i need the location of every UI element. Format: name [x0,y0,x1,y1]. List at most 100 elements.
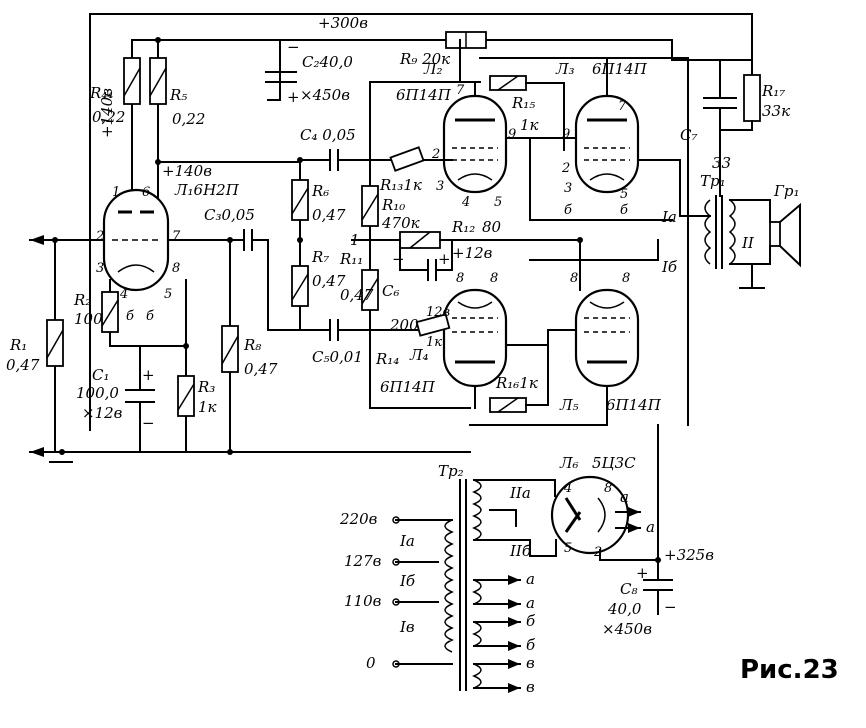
figure-label: Рис.23 [740,655,839,685]
l2-pin-7: 7 [456,83,465,98]
sec-iib: IIб [509,542,532,560]
svg-text:−: − [664,598,677,616]
l3-heater-b1: б [564,203,572,218]
l4-type: 6П14П [380,378,436,396]
r17-value: 33к [762,102,790,120]
svg-text:−: − [392,250,405,268]
coupling-c3-r8: C₃0,05 R₈ 0,47 [204,206,331,455]
r17-label: R₁₇ [761,82,785,100]
l6-label: Л₆ [559,454,579,472]
c7-label: C₇ [680,126,698,144]
c3-label: C₃0,05 [204,206,255,224]
l1-pin-4: 4 [119,287,128,302]
resistor-r9: R₉ 20к [399,31,487,68]
r7-label: R₇ [311,248,329,266]
c1-value: 100,0 [76,384,119,402]
r5-label: R₅ [169,86,187,104]
c1-label: C₁ [92,366,110,384]
resistor-r16: R₁₆1к [489,344,549,413]
l3-pin-3: 3 [564,181,572,196]
l4-heater-8b: 8 [490,271,498,286]
r6-label: R₆ [311,182,329,200]
out-a1: а [526,570,535,588]
tr2-label: Tp₂ [438,462,464,480]
tr1-ii: II [741,234,755,252]
r15-value: 1к [520,116,539,134]
tap-110v: 110в [344,592,382,610]
prim-ib: Iб [399,572,416,590]
r1-label: R₁ [9,336,27,354]
r2-label: R₂ [73,291,91,309]
r11-label: R₁₁ [339,250,363,268]
prim-ia: Iа [399,532,415,550]
l1-pin-3: 3 [96,261,104,276]
r44-value: 0,22 [92,108,125,126]
c1-voltage: ×12в [82,404,123,422]
output-transformer: R₁₇ 33к C₇ 33 Tp₁ Iа Iб II Гр₁ [661,74,801,289]
r13-label: R₁₃1к [379,176,422,194]
tube-l2: Л₂ 6П14П 7 2 9 3 4 5 [389,60,581,210]
r10-value: 470к [381,214,420,232]
num-12v: 12в [426,305,450,320]
l1-pin-5: 5 [164,287,172,302]
rail-140v-v: +140в [98,88,116,138]
resistor-r15: R₁₅ 1к [489,75,565,151]
l6-out-a2: а [646,518,655,536]
tube-l3: Л₃ 6П14П 7 9 2 3 5 б б [529,57,681,221]
tr1-label: Tp₁ [700,172,726,190]
l6-pin-8: 8 [604,481,612,496]
r3-value: 1к [198,398,217,416]
r14-value: 1к [426,335,442,350]
l2-type: 6П14П [396,86,452,104]
l1-heater-b-2: б [146,309,154,324]
r12-label: R₁₂ [451,218,475,236]
prim-iv: Iв [399,618,415,636]
rail-140v-h: +140в [162,162,212,180]
l6-type: 5Ц3С [592,454,636,472]
rectifier-l6: Л₆ 5Ц3С 4 8 5 2 а а [550,424,661,581]
c8-value: 40,0 [607,600,642,618]
l2-pin-2: 2 [431,147,440,162]
rail-12v: +12в [452,244,493,262]
c6-label: C₆ [382,282,400,300]
r14-pre: 200 [389,316,419,334]
l3-type: 6П14П [592,60,648,78]
l3-pin-7: 7 [618,99,627,114]
tap-0: 0 [366,654,376,672]
power-transformer: Tp₂ 220в 127в 110в 0 Iа Iб Iв IIа IIб [339,462,557,696]
l3-label: Л₃ [555,60,575,78]
r44-label: R₄₄ [89,84,113,102]
capacitor-c2: − + C₂40,0 ×450в [265,38,353,106]
r5-value: 0,22 [172,110,205,128]
svg-text:1: 1 [350,231,360,249]
l3-pin-5: 5 [620,187,628,202]
r12-value: 80 [482,218,502,236]
svg-text:+: + [287,88,300,106]
l6-pin-2: 2 [593,545,602,560]
l3-pin-9: 9 [562,127,570,142]
top-rails [89,13,753,431]
l1-pin-1: 1 [112,185,120,200]
rail-325v: +325в [664,546,714,564]
tr1-ib: Iб [661,258,678,276]
input-section: R₁ 0,47 [6,237,471,463]
c2-label: C₂40,0 [302,53,353,71]
r14-label: R₁₄ [375,350,399,368]
l6-out-a1: а [620,488,629,506]
rail-300v: +300в [318,14,368,32]
l5-heater-8a: 8 [570,271,578,286]
r8-value: 0,47 [244,360,278,378]
l3-heater-b2: б [620,203,628,218]
sec-iia: IIа [509,484,531,502]
svg-text:−: − [142,414,155,432]
tube-l5: 8 8 Л₅ 6П14П [469,237,662,426]
r15-label: R₁₅ [511,94,535,112]
gr1-label: Гр₁ [773,182,800,200]
l2-pin-9: 9 [508,127,516,142]
r10-label: R₁₀ [381,196,405,214]
out-b2: б [526,636,536,654]
r3-label: R₃ [197,378,215,396]
l1-label: Л₁6Н2П [174,181,240,199]
c8-voltage: ×450в [602,620,652,638]
